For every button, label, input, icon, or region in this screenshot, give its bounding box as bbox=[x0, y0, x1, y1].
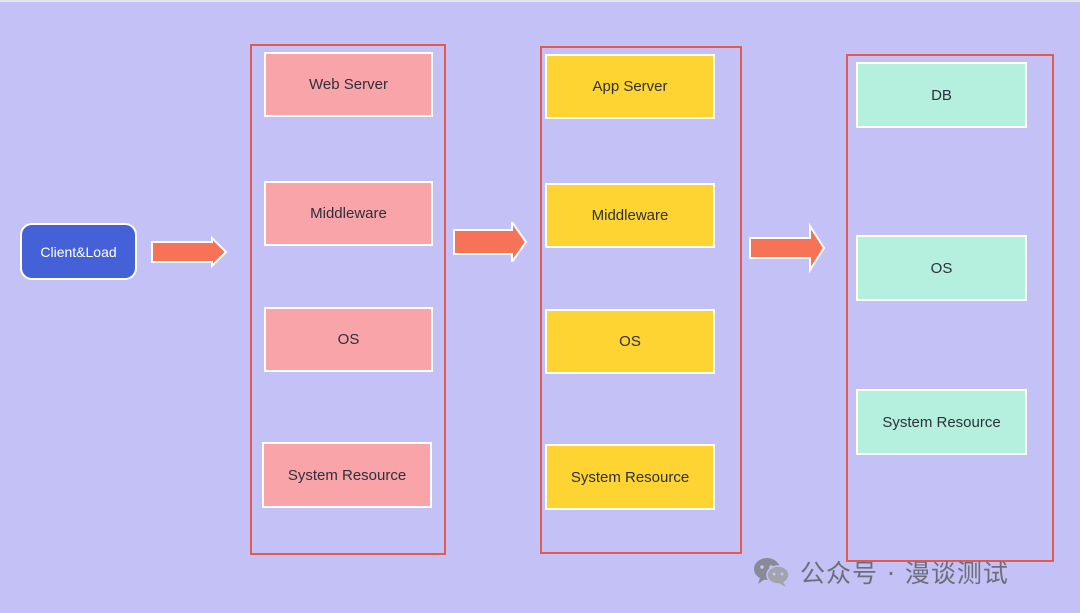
db-node: DB bbox=[856, 62, 1027, 128]
app-server-node: App Server bbox=[545, 54, 715, 119]
arrow-client-to-web bbox=[151, 236, 228, 269]
watermark: 公众号 · 漫谈测试 bbox=[752, 554, 1009, 590]
app-system-resource-node: System Resource bbox=[545, 444, 715, 510]
web-middleware-node: Middleware bbox=[264, 181, 433, 246]
wechat-icon bbox=[754, 558, 790, 587]
app-middleware-node: Middleware bbox=[545, 183, 715, 248]
web-tier-frame bbox=[250, 44, 446, 555]
watermark-text: 公众号 · 漫谈测试 bbox=[800, 559, 1009, 588]
arrow-web-to-app bbox=[453, 222, 528, 262]
web-server-node: Web Server bbox=[264, 52, 433, 117]
web-system-resource-node: System Resource bbox=[262, 442, 432, 508]
app-tier-frame bbox=[540, 46, 742, 554]
db-system-resource-node: System Resource bbox=[856, 389, 1027, 455]
web-os-node: OS bbox=[264, 307, 433, 372]
client-load-node: Client&Load bbox=[20, 223, 137, 280]
db-os-node: OS bbox=[856, 235, 1027, 301]
db-tier-frame bbox=[846, 54, 1054, 562]
arrow-app-to-db bbox=[749, 222, 826, 274]
app-os-node: OS bbox=[545, 309, 715, 374]
